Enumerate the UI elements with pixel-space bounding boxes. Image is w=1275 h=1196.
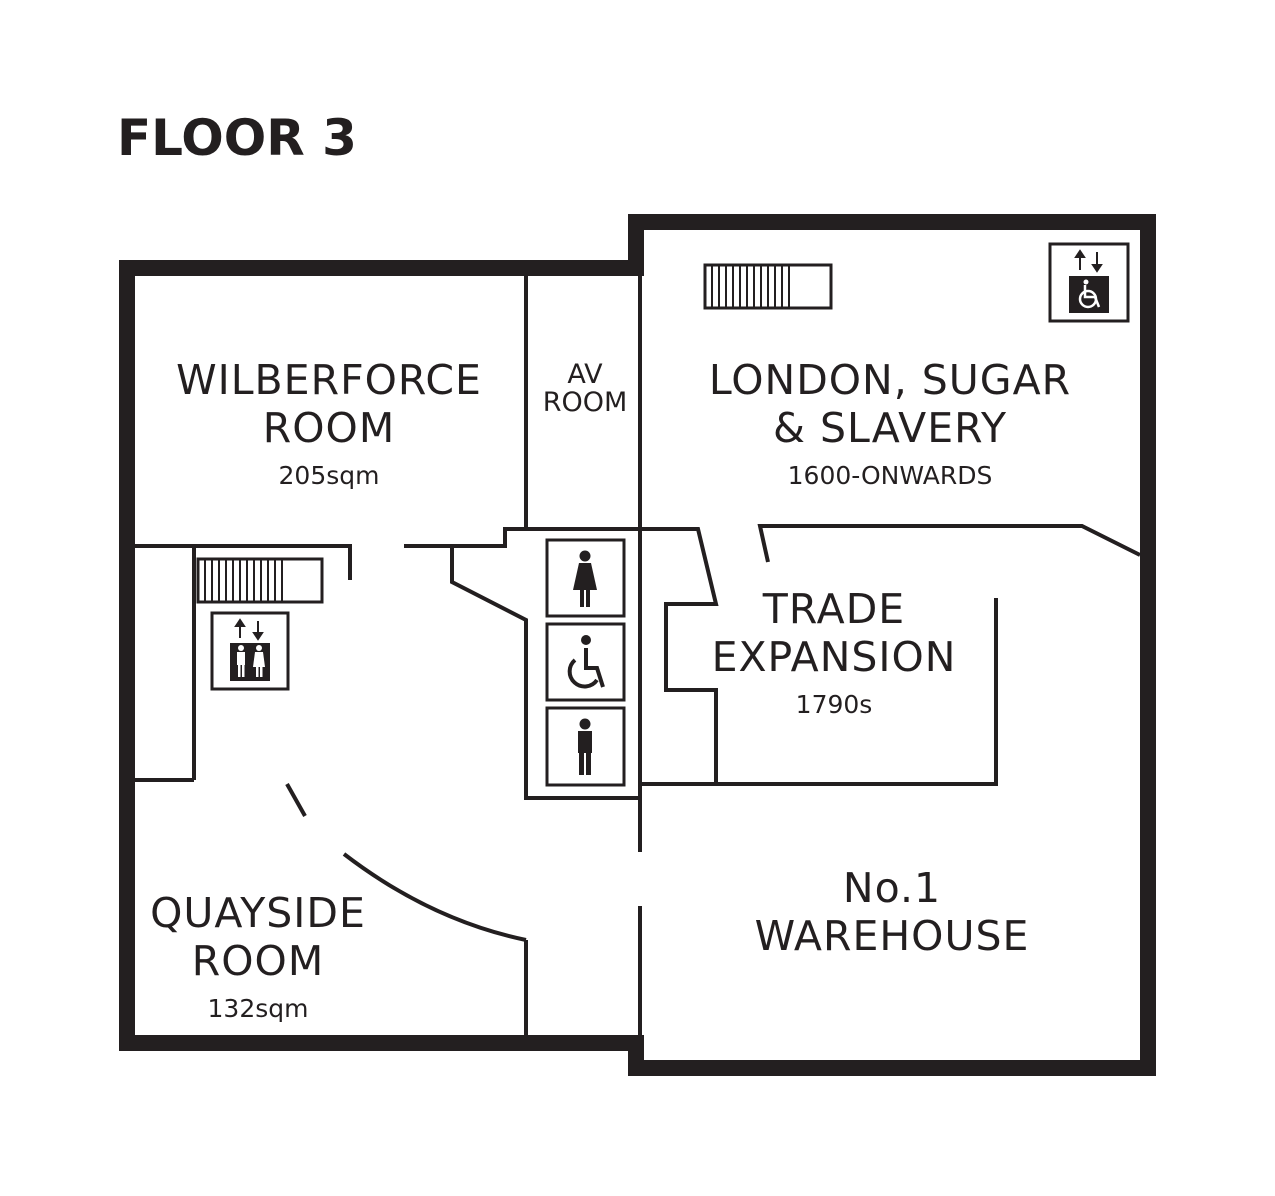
stairs-icon [703,263,833,310]
london-sugar-slavery-label: LONDON, SUGAR & SLAVERY 1600-ONWARDS [709,356,1071,490]
av-room-name-line1: AV [567,359,603,390]
wilberforce-room-name-line1: WILBERFORCE [176,356,482,404]
trade-expansion-period: 1790s [796,690,873,719]
stairs-icon [196,557,324,604]
london-sugar-name-line1: LONDON, SUGAR [709,356,1071,404]
wilberforce-room-area: 205sqm [279,461,380,490]
warehouse-label: No.1 WAREHOUSE [755,864,1030,960]
outer-walls [119,214,1156,1076]
quayside-room-name-line2: ROOM [192,937,324,985]
av-room-label: AV ROOM [543,359,628,418]
male-toilet-icon [545,706,626,787]
quayside-room-area: 132sqm [208,994,309,1023]
female-toilet-icon [545,538,626,618]
interior-walls [135,276,1141,1036]
quayside-room-label: QUAYSIDE ROOM 132sqm [150,889,366,1023]
wilberforce-room-label: WILBERFORCE ROOM 205sqm [176,356,482,490]
accessible-lift-icon [1048,242,1130,323]
trade-expansion-name-line2: EXPANSION [712,633,957,681]
trade-expansion-name-line1: TRADE [762,585,905,633]
quayside-room-name-line1: QUAYSIDE [150,889,366,937]
london-sugar-name-line2: & SLAVERY [773,404,1007,452]
av-room-name-line2: ROOM [543,387,628,418]
trade-expansion-label: TRADE EXPANSION 1790s [712,585,957,719]
lift-icon [210,611,290,691]
london-sugar-period: 1600-ONWARDS [788,461,993,490]
warehouse-name-line1: No.1 [843,864,941,912]
wilberforce-room-name-line2: ROOM [263,404,395,452]
accessible-toilet-icon [545,622,626,702]
floor-title: FLOOR 3 [117,109,357,167]
warehouse-name-line2: WAREHOUSE [755,912,1030,960]
